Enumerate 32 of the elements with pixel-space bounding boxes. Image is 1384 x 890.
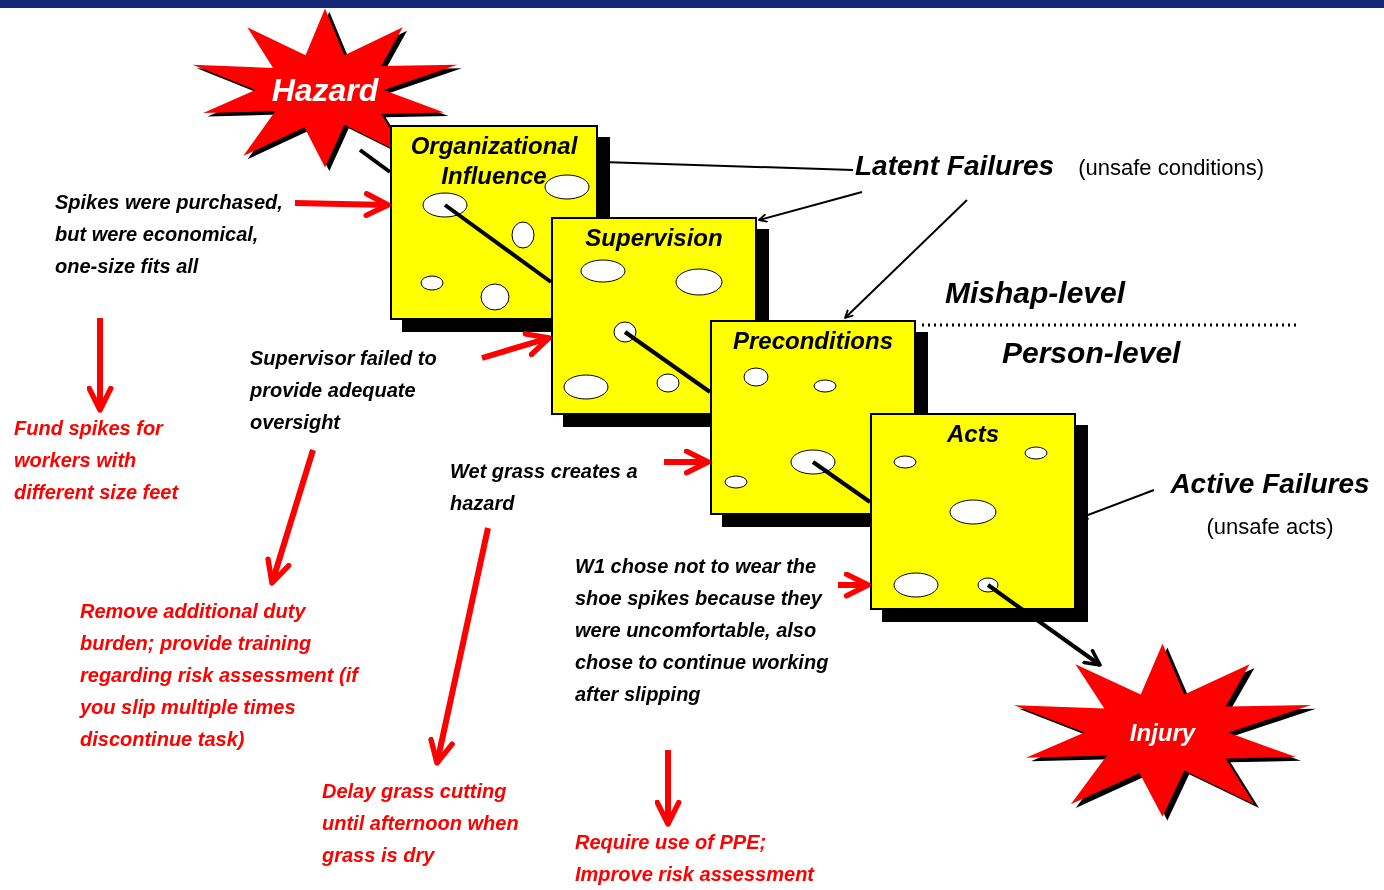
- finding-text: W1 chose not to wear the shoe spikes because they were uncomfortable, also chose to continue working after slipping: [575, 550, 837, 742]
- failure-heading: Active Failures: [1170, 468, 1370, 500]
- finding-text: Wet grass creates a hazard: [450, 455, 665, 519]
- finding-text: Supervisor failed to provide adequate oversight: [250, 342, 490, 438]
- layer-title: Preconditions: [733, 326, 893, 356]
- pointer-arrow: [758, 191, 863, 223]
- corrective-action-text: Delay grass cutting until afternoon when grass is dry: [322, 775, 547, 871]
- finding-text: Spikes were purchased, but were economical, one-size fits all: [55, 186, 295, 316]
- level-label: Person-level: [1002, 336, 1181, 370]
- action-arrow: [664, 448, 711, 476]
- pointer-arrow: [844, 199, 968, 319]
- action-arrow: [654, 750, 682, 827]
- layer-title: Acts: [947, 419, 999, 449]
- failure-note: (unsafe conditions): [1078, 155, 1265, 181]
- failure-note: (unsafe acts): [1206, 514, 1334, 540]
- level-label: Mishap-level: [945, 276, 1126, 310]
- action-arrow: [481, 331, 552, 361]
- layer-title: Supervision: [585, 223, 723, 253]
- failure-heading: Latent Failures: [855, 150, 1055, 182]
- layer-title: Organizational Influence: [409, 131, 579, 191]
- trajectory-line: [358, 148, 392, 174]
- action-arrow: [265, 449, 316, 586]
- action-arrow: [294, 191, 391, 219]
- action-arrow: [838, 571, 871, 599]
- action-arrow: [86, 318, 114, 413]
- trajectory-line: [986, 583, 1102, 667]
- action-arrow: [428, 527, 491, 766]
- corrective-action-text: Remove additional duty burden; provide training regarding risk assessment (if you slip multiple times discontinue task): [80, 595, 380, 755]
- corrective-action-text: Fund spikes for workers with different size feet: [14, 412, 199, 540]
- corrective-action-text: Require use of PPE; Improve risk assessment: [575, 826, 830, 890]
- trajectory-line: [443, 203, 553, 284]
- trajectory-line: [623, 330, 712, 394]
